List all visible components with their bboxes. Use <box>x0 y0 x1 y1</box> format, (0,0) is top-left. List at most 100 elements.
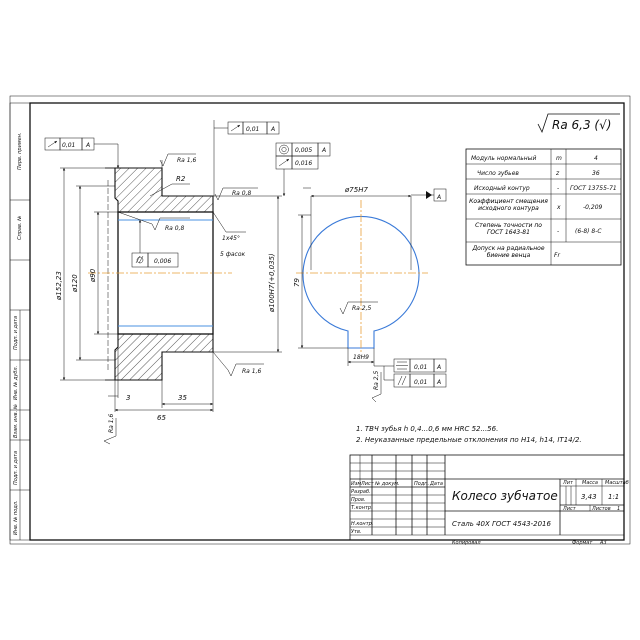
technical-notes: 1. ТВЧ зубья h 0,4...0,6 мм HRC 52...56.… <box>356 425 582 444</box>
keyway-tolerance-frames: 0,01 A 0,01 A <box>374 358 447 388</box>
side-label-4: Инв. № дубл. <box>13 366 19 400</box>
side-label-5: Взам. инв. № <box>13 404 19 438</box>
upper-rim-hatch <box>114 167 214 213</box>
general-roughness: Ra 6,3 (√) <box>537 113 620 134</box>
tb-format-label: Формат <box>572 540 593 546</box>
dim-w65: 65 <box>157 414 166 422</box>
side-label-3: Подп. и дата <box>13 316 19 350</box>
tb-col-4: Подп. <box>414 481 429 487</box>
cyl-val: 0,006 <box>154 258 171 265</box>
sym-datum: A <box>436 364 441 371</box>
gear-section-view: ø152,23 ø120 ø90 ø100Н7(+0,035) 3 35 65 … <box>44 120 331 445</box>
dim-w35: 35 <box>178 394 187 402</box>
param-sym-1: m <box>556 155 562 162</box>
par-datum: A <box>436 379 441 386</box>
param-val-2: 36 <box>592 170 600 177</box>
tb-role-3: Т.контр. <box>351 505 373 511</box>
ra-face: Ra 0,8 <box>232 190 251 197</box>
tb-sheet-label: Лист <box>562 506 577 512</box>
ra-left: Ra 1,6 <box>108 414 115 433</box>
note-2: 2. Неуказанные предельные отклонения по … <box>356 436 582 444</box>
side-label-1: Перв. примен. <box>17 132 23 170</box>
dim-d120: ø120 <box>71 274 79 293</box>
tb-role-1: Разраб. <box>351 489 371 495</box>
tb-format: А3 <box>599 540 607 546</box>
dim-chamfer: 1x45° <box>222 235 240 242</box>
tb-col-5: Дата <box>429 481 443 487</box>
tb-col-1: Изм <box>351 481 361 487</box>
tb-role-5: Утв. <box>351 529 362 535</box>
tb-material: Сталь 40Х ГОСТ 4543-2016 <box>452 520 552 528</box>
title-block: Изм Лист № докум. Подп. Дата Разраб. Про… <box>349 454 629 546</box>
param-sym-5: - <box>557 228 559 235</box>
datum-a-label: A <box>436 194 441 201</box>
param-label-6: Допуск на радиальное биение венца <box>472 245 545 259</box>
tb-sheets-label: Листов <box>591 506 611 512</box>
param-sym-4: x <box>556 204 561 211</box>
param-val-1: 4 <box>594 155 598 162</box>
param-sym-3: - <box>557 185 559 192</box>
side-label-2: Справ. № <box>17 216 23 240</box>
tb-copied: Копировал <box>452 540 481 546</box>
tb-sheets: 1 <box>617 506 620 512</box>
tb-col-3: № докум. <box>374 481 400 487</box>
param-sym-6: Fr <box>554 252 560 259</box>
tb-mass-label: Масса <box>582 480 598 486</box>
cylindricity-frame: 0,006 <box>131 220 179 268</box>
side-label-7: Инв. № подл. <box>13 501 19 536</box>
runout-left-val: 0,01 <box>62 142 75 149</box>
runout-top-val: 0,01 <box>246 126 259 133</box>
runout-val: 0,016 <box>295 160 312 167</box>
sym-val: 0,01 <box>414 364 427 371</box>
runout-left-datum: A <box>85 142 90 149</box>
dim-d75: ø75Н7 <box>344 186 368 194</box>
param-label-3: Исходный контур <box>474 185 530 192</box>
dim-b18: 18Н9 <box>353 354 369 361</box>
param-label-4: Коэффициент смещения исходного контура <box>469 198 548 212</box>
form-tolerance-frame: 0,005 A 0,016 <box>275 142 331 196</box>
dim-d90: ø90 <box>89 268 97 283</box>
dim-d152: ø152,23 <box>55 271 63 301</box>
side-stamp: Перв. примен. Справ. № Подп. и дата Инв.… <box>9 102 31 541</box>
coax-datum: A <box>321 147 326 154</box>
dim-h79: 79 <box>293 278 301 287</box>
general-roughness-text: Ra 6,3 (√) <box>552 118 611 132</box>
dim-chamfer-note: 5 фасок <box>220 251 246 258</box>
note-1: 1. ТВЧ зубья h 0,4...0,6 мм HRC 52...56. <box>356 425 498 433</box>
param-sym-2: z <box>555 170 560 177</box>
tb-scale-label: Масштаб <box>605 480 629 486</box>
param-label-5: Степень точности по ГОСТ 1643-81 <box>475 222 542 236</box>
tb-part-name: Колесо зубчатое <box>452 489 558 503</box>
bore-end-view: ø75Н7 A 79 Ra 2,5 18Н9 Ra 2,5 0,01 <box>293 186 447 403</box>
tb-scale: 1:1 <box>608 493 619 501</box>
param-label-1: Модуль нормальный <box>471 155 536 162</box>
tb-lit-label: Лит <box>562 480 574 486</box>
dim-w3: 3 <box>126 394 130 402</box>
runout-frame-top: 0,01 A <box>214 121 280 135</box>
tb-role-2: Пров. <box>351 497 366 503</box>
ra-bottom: Ra 1,6 <box>242 368 261 375</box>
runout-top-datum: A <box>270 126 275 133</box>
par-val: 0,01 <box>414 379 427 386</box>
tb-mass: 3,43 <box>581 493 597 501</box>
param-val-5: (6-8) 8-С <box>575 228 602 235</box>
ra-bore: Ra 0,8 <box>165 225 184 232</box>
tb-role-4: Н.контр. <box>351 521 373 527</box>
gear-params-table: Модуль нормальный m 4 Число зубьев z 36 … <box>465 148 622 266</box>
lower-rim-hatch <box>114 333 214 381</box>
side-label-6: Подп. и дата <box>13 451 19 485</box>
ra-circle: Ra 2,5 <box>352 305 371 312</box>
sheet-border <box>9 95 631 545</box>
bore-keyway-outline <box>302 215 420 349</box>
tb-col-2: Лист <box>360 481 375 487</box>
param-label-2: Число зубьев <box>477 170 519 177</box>
coax-val: 0,005 <box>295 147 312 154</box>
runout-frame-left: 0,01 A <box>44 137 120 168</box>
ra-top: Ra 1,6 <box>177 157 196 164</box>
dim-d100: ø100Н7(+0,035) <box>268 253 276 313</box>
dim-r2: R2 <box>176 175 186 183</box>
param-val-3: ГОСТ 13755-71 <box>570 185 617 192</box>
param-val-4: -0,209 <box>583 204 603 211</box>
ra-keyway: Ra 2,5 <box>373 371 380 390</box>
